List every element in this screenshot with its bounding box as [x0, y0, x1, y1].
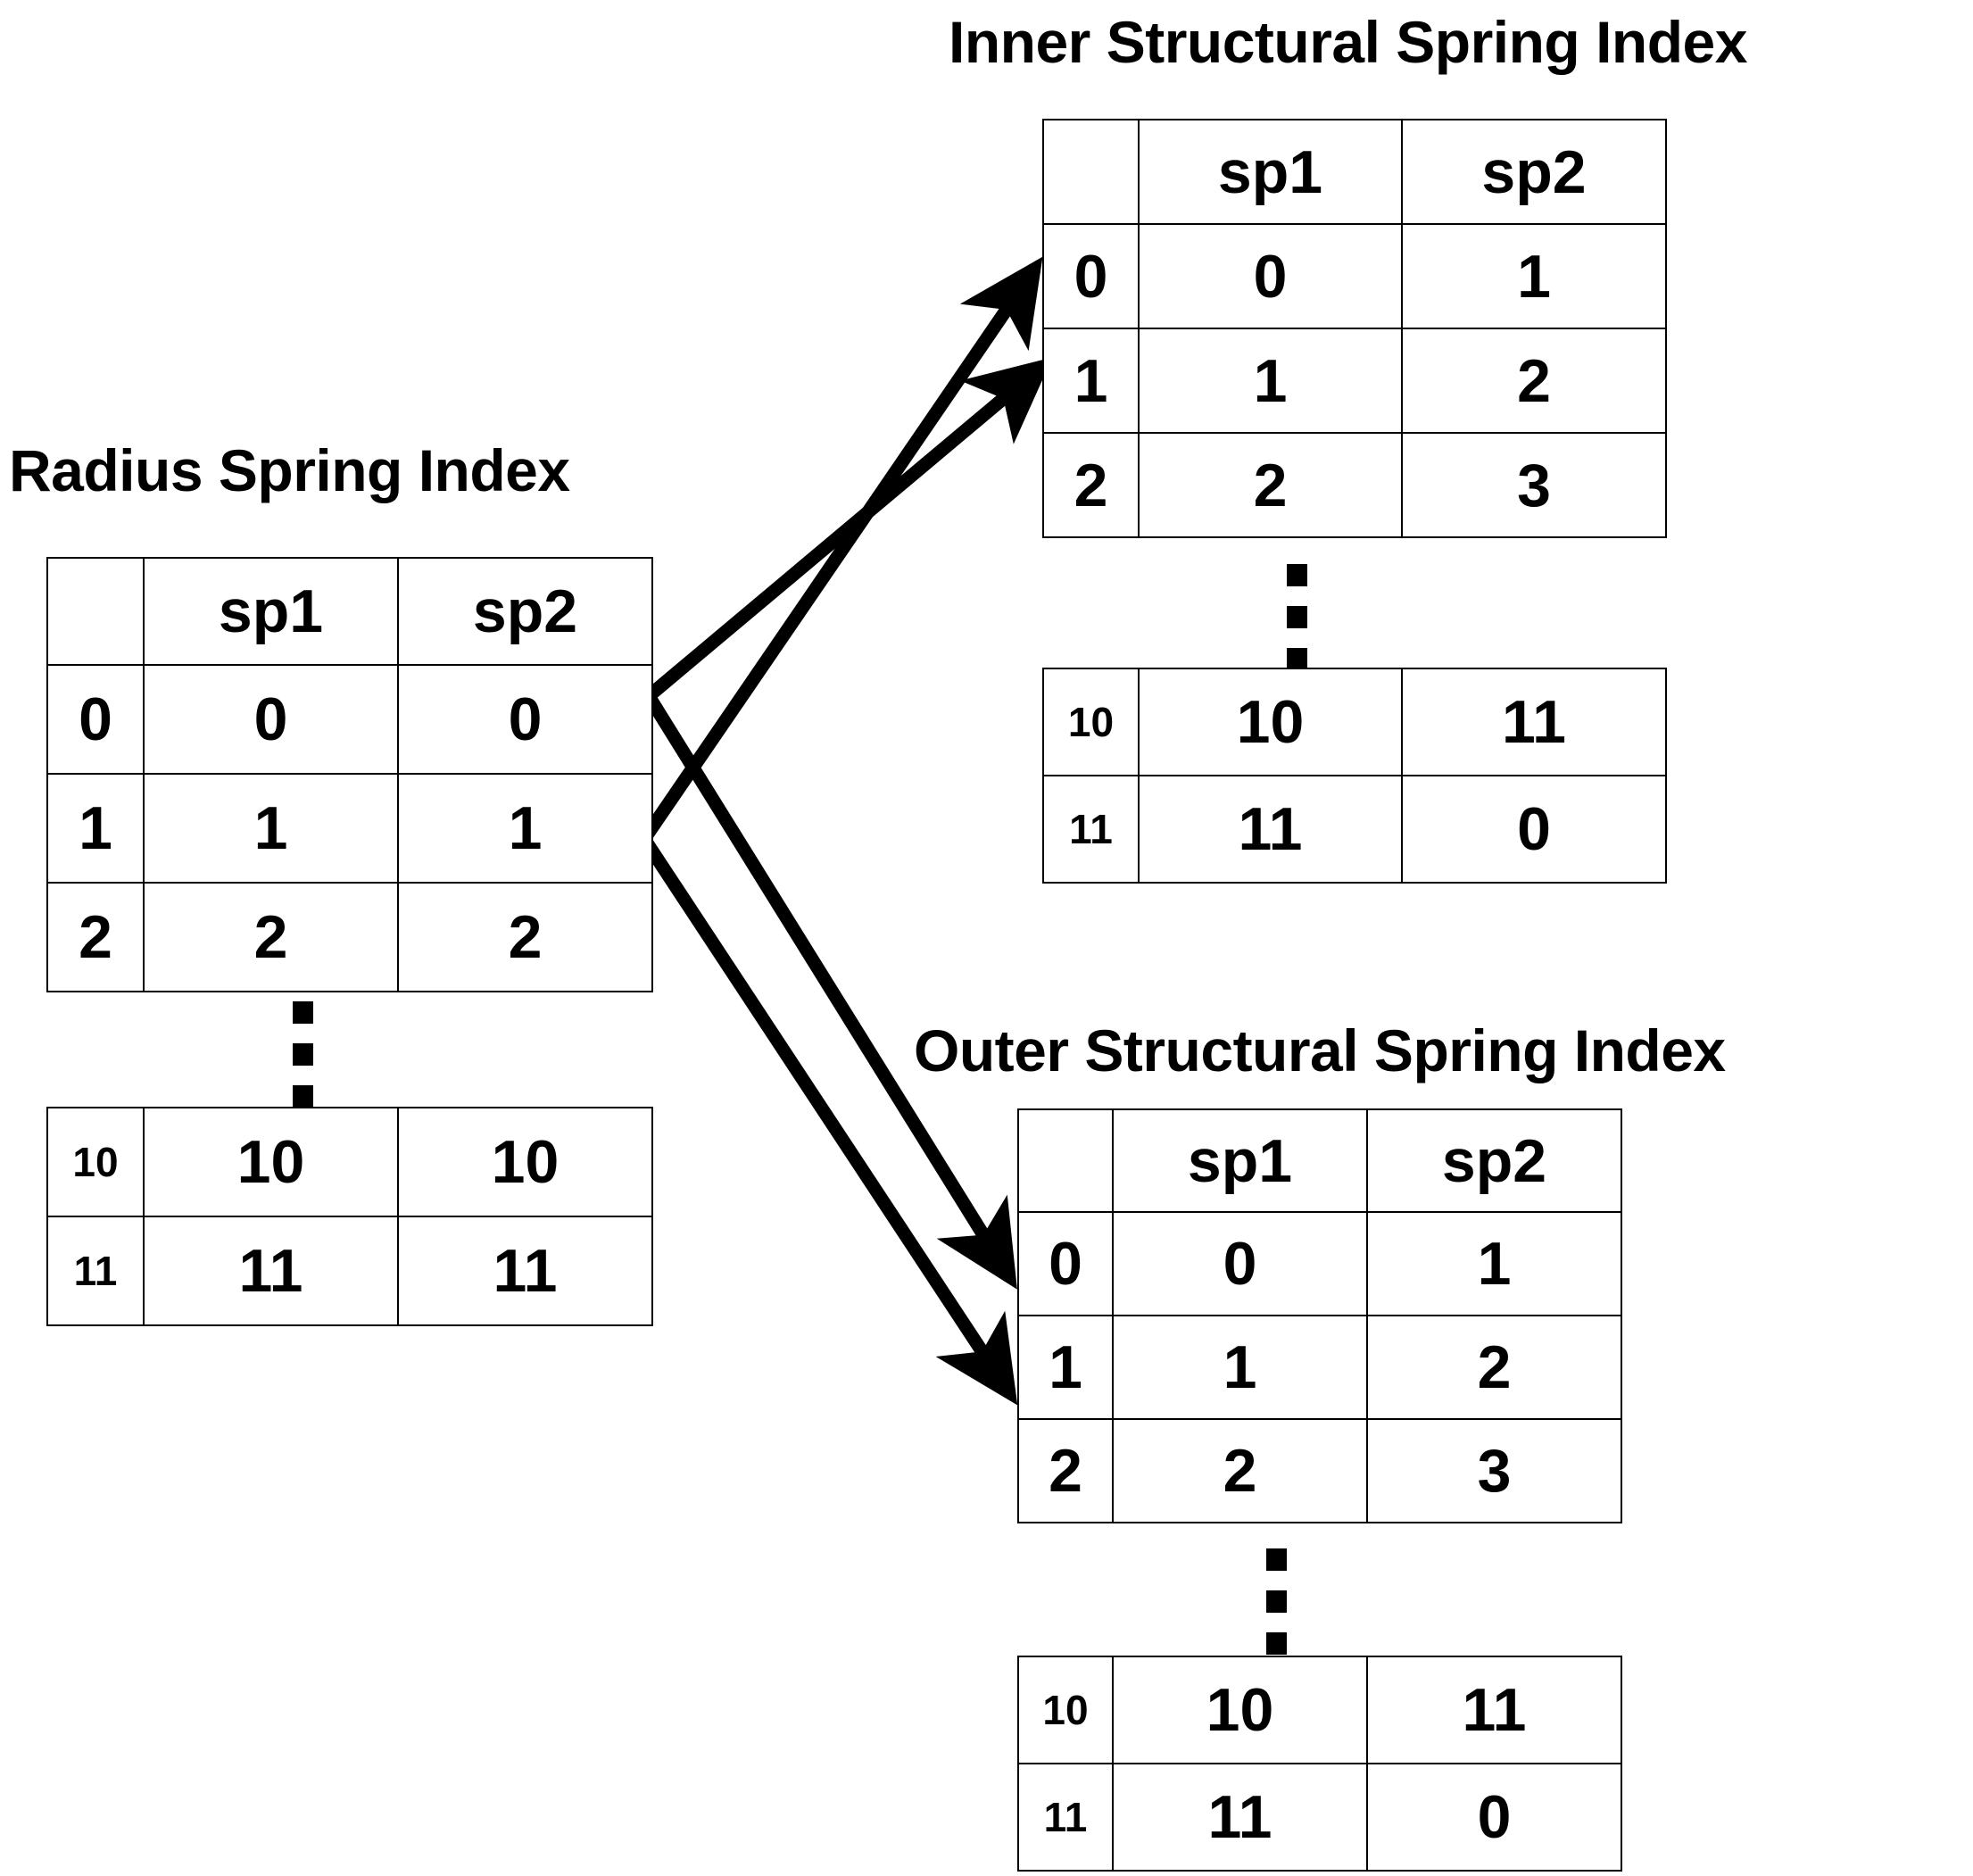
- cell-sp1: 0: [1112, 1211, 1368, 1316]
- header-col-sp2: sp2: [397, 557, 653, 666]
- table-row: 0 0 0: [46, 664, 653, 775]
- arrow-radius-to-inner-row0: [638, 256, 1043, 843]
- table-row: 0 0 1: [1042, 223, 1667, 329]
- cell-sp1: 2: [1138, 432, 1403, 538]
- row-index: 2: [1042, 432, 1140, 538]
- table-row: 11 11 0: [1017, 1763, 1622, 1872]
- table-row: 0 0 1: [1017, 1211, 1622, 1316]
- header-col-sp2: sp2: [1401, 119, 1667, 225]
- row-index: 11: [1017, 1763, 1114, 1872]
- header-corner-cell: [1042, 119, 1140, 225]
- cell-sp2: 0: [1401, 775, 1667, 884]
- header-corner-cell: [1017, 1108, 1114, 1213]
- row-index: 1: [46, 773, 145, 884]
- cell-sp2: 11: [397, 1216, 653, 1326]
- cell-sp1: 2: [143, 882, 399, 992]
- cell-sp2: 1: [1401, 223, 1667, 329]
- radius-table-title: Radius Spring Index: [9, 437, 570, 503]
- inner-table-bottom: 10 10 11 11 11 0: [1042, 668, 1667, 884]
- table-row: 2 2 3: [1017, 1418, 1622, 1523]
- cell-sp1: 0: [143, 664, 399, 775]
- inner-ellipsis-icon: [1287, 564, 1307, 670]
- header-col-sp1: sp1: [1112, 1108, 1368, 1213]
- arrow-radius-to-outer-row1: [638, 834, 1018, 1406]
- cell-sp1: 1: [1112, 1315, 1368, 1420]
- cell-sp1: 10: [1112, 1656, 1368, 1764]
- row-index: 10: [1017, 1656, 1114, 1764]
- row-index: 1: [1017, 1315, 1114, 1420]
- cell-sp2: 1: [397, 773, 653, 884]
- header-col-sp2: sp2: [1366, 1108, 1622, 1213]
- cell-sp2: 11: [1401, 668, 1667, 776]
- arrow-radius-to-outer-row0: [642, 693, 1017, 1290]
- row-index: 10: [1042, 668, 1140, 776]
- table-row: 10 10 10: [46, 1107, 653, 1217]
- cell-sp2: 2: [1366, 1315, 1622, 1420]
- row-index: 0: [46, 664, 145, 775]
- cell-sp2: 11: [1366, 1656, 1622, 1764]
- table-row: 11 11 11: [46, 1216, 653, 1326]
- cell-sp2: 3: [1366, 1418, 1622, 1523]
- row-index: 2: [1017, 1418, 1114, 1523]
- table-row: 11 11 0: [1042, 775, 1667, 884]
- cell-sp2: 0: [1366, 1763, 1622, 1872]
- outer-table-bottom: 10 10 11 11 11 0: [1017, 1656, 1622, 1872]
- radius-table-top: sp1 sp2 0 0 0 1 1 1 2 2 2: [46, 557, 653, 992]
- inner-table-top: sp1 sp2 0 0 1 1 1 2 2 2 3: [1042, 119, 1667, 538]
- table-row: 2 2 3: [1042, 432, 1667, 538]
- cell-sp1: 1: [143, 773, 399, 884]
- row-index: 2: [46, 882, 145, 992]
- row-index: 10: [46, 1107, 145, 1217]
- table-row: 10 10 11: [1042, 668, 1667, 776]
- outer-table-title: Outer Structural Spring Index: [914, 1017, 1726, 1083]
- table-row: 10 10 11: [1017, 1656, 1622, 1764]
- inner-table-title: Inner Structural Spring Index: [949, 9, 1747, 75]
- cell-sp1: 11: [143, 1216, 399, 1326]
- row-index: 0: [1042, 223, 1140, 329]
- row-index: 1: [1042, 328, 1140, 434]
- cell-sp2: 10: [397, 1107, 653, 1217]
- table-row: 2 2 2: [46, 882, 653, 992]
- cell-sp1: 1: [1138, 328, 1403, 434]
- row-index: 11: [46, 1216, 145, 1326]
- cell-sp1: 0: [1138, 223, 1403, 329]
- table-row: 1 1 2: [1042, 328, 1667, 434]
- cell-sp1: 10: [143, 1107, 399, 1217]
- cell-sp1: 10: [1138, 668, 1403, 776]
- radius-table-bottom: 10 10 10 11 11 11: [46, 1107, 653, 1326]
- table-header-row: sp1 sp2: [1017, 1108, 1622, 1213]
- outer-table-top: sp1 sp2 0 0 1 1 1 2 2 2 3: [1017, 1108, 1622, 1523]
- cell-sp2: 3: [1401, 432, 1667, 538]
- outer-ellipsis-icon: [1266, 1548, 1287, 1655]
- cell-sp2: 2: [1401, 328, 1667, 434]
- row-index: 0: [1017, 1211, 1114, 1316]
- cell-sp2: 0: [397, 664, 653, 775]
- cell-sp2: 1: [1366, 1211, 1622, 1316]
- table-row: 1 1 1: [46, 773, 653, 884]
- cell-sp1: 11: [1138, 775, 1403, 884]
- cell-sp2: 2: [397, 882, 653, 992]
- arrow-radius-to-inner-row1: [644, 357, 1053, 701]
- table-header-row: sp1 sp2: [46, 557, 653, 666]
- table-header-row: sp1 sp2: [1042, 119, 1667, 225]
- header-col-sp1: sp1: [143, 557, 399, 666]
- table-row: 1 1 2: [1017, 1315, 1622, 1420]
- header-corner-cell: [46, 557, 145, 666]
- radius-ellipsis-icon: [293, 1001, 313, 1108]
- cell-sp1: 11: [1112, 1763, 1368, 1872]
- header-col-sp1: sp1: [1138, 119, 1403, 225]
- cell-sp1: 2: [1112, 1418, 1368, 1523]
- row-index: 11: [1042, 775, 1140, 884]
